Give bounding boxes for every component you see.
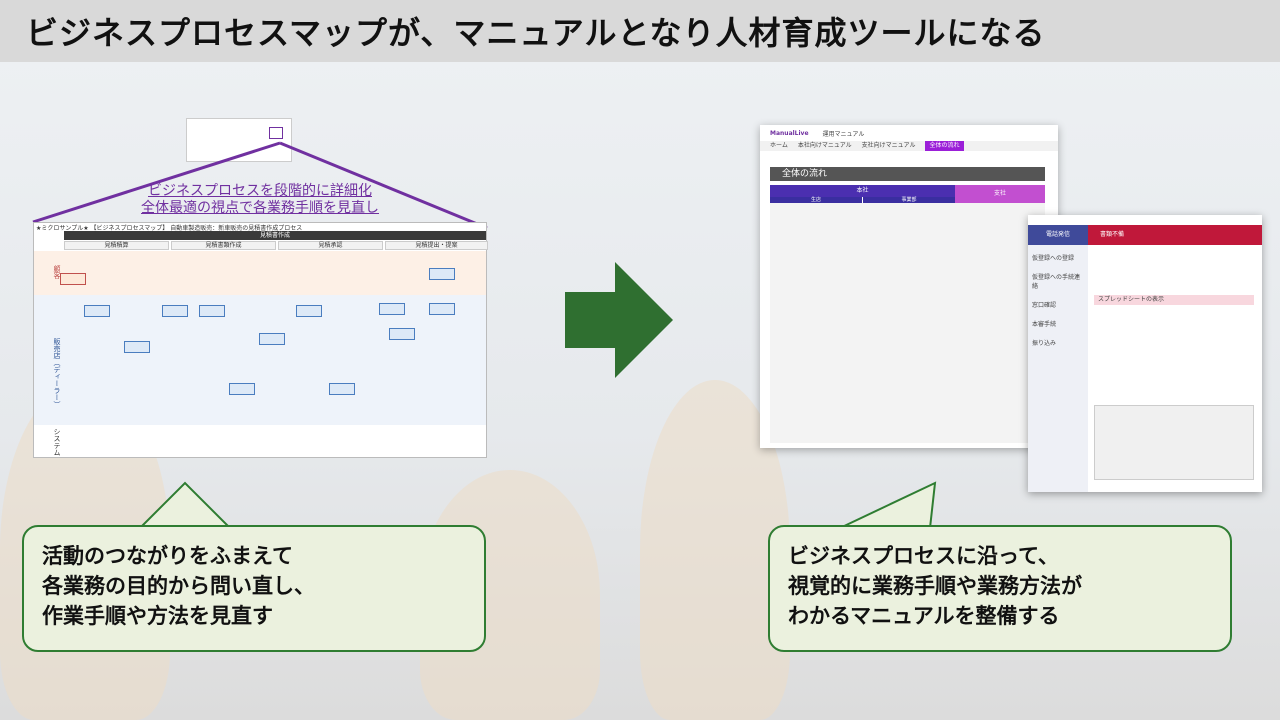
side-menu-item[interactable]: 振り込み — [1032, 340, 1057, 347]
sub-col: 事業部 — [863, 197, 955, 203]
zoom-highlight — [269, 127, 283, 139]
section-title: 全体の流れ — [770, 167, 1045, 181]
map-header: 見積書作成 — [64, 231, 486, 240]
callout-line: 作業手順や方法を見直す — [42, 604, 273, 628]
manual-screenshot-detail: 電話発信 書類不備 仮登録への登録 仮登録への手続連絡 窓口確認 本審手続 振り… — [1028, 215, 1262, 492]
right-arrow-icon — [565, 262, 673, 378]
map-title: ★ミクロサンプル★ 【ビジネスプロセスマップ】 自動車製造販売：新車販売の見積書… — [36, 225, 303, 232]
nav-overall-flow[interactable]: 全体の流れ — [925, 141, 964, 151]
section-heading: スプレッドシートの表示 — [1094, 295, 1254, 305]
side-header: 電話発信 — [1028, 225, 1088, 245]
lane-customer — [34, 251, 486, 295]
phase: 見積承認 — [278, 241, 383, 250]
callout-line: 活動のつながりをふまえて — [42, 544, 293, 568]
app-logo: ManualLive — [770, 130, 809, 137]
phase: 見積書類作成 — [171, 241, 276, 250]
zoom-caption-1: ビジネスプロセスを段階的に詳細化 — [148, 183, 372, 199]
manual-title: 運用マニュアル — [822, 131, 865, 138]
nav-branch-manual[interactable]: 支社向けマニュアル — [861, 142, 916, 149]
page-title: 書類不備 — [1088, 225, 1262, 245]
zoom-caption-2: 全体最適の視点で各業務手順を見直し — [141, 200, 379, 216]
phase: 見積提出・提案 — [385, 241, 488, 250]
business-process-map: ★ミクロサンプル★ 【ビジネスプロセスマップ】 自動車製造販売：新車販売の見積書… — [33, 222, 488, 458]
callout-line: 視覚的に業務手順や業務方法が — [788, 574, 1082, 598]
callout-pointer — [137, 481, 233, 530]
right-callout: ビジネスプロセスに沿って、 視覚的に業務手順や業務方法が わかるマニュアルを整備… — [768, 525, 1232, 652]
side-menu-item[interactable]: 仮登録への登録 — [1032, 255, 1075, 262]
side-menu-item[interactable]: 窓口確認 — [1032, 302, 1057, 309]
side-menu-item[interactable]: 仮登録への手続連絡 — [1032, 274, 1081, 290]
col-branch: 支社 — [955, 185, 1045, 203]
lane-label: 販売店（ディーラー） — [53, 338, 61, 408]
lane-label: 顧客 — [53, 265, 61, 279]
callout-line: ビジネスプロセスに沿って、 — [788, 544, 1059, 568]
left-callout: 活動のつながりをふまえて 各業務の目的から問い直し、 作業手順や方法を見直す — [22, 525, 486, 652]
callout-line: わかるマニュアルを整備する — [788, 604, 1060, 628]
nav-hq-manual[interactable]: 本社向けマニュアル — [797, 142, 852, 149]
callout-line: 各業務の目的から問い直し、 — [42, 574, 315, 598]
sub-col: 生店 — [770, 197, 862, 203]
slide-title-bar: ビジネスプロセスマップが、マニュアルとなり人材育成ツールになる — [0, 0, 1280, 62]
col-hq: 本社 — [770, 185, 955, 197]
nav-home[interactable]: ホーム — [770, 142, 788, 149]
phase: 見積積算 — [64, 241, 169, 250]
manual-screenshot-overview: ManualLive 運用マニュアル ホーム 本社向けマニュアル 支社向けマニュ… — [760, 125, 1058, 448]
callout-pointer — [838, 481, 937, 530]
lane-label: システム — [53, 428, 61, 456]
side-menu-item[interactable]: 本審手続 — [1032, 321, 1057, 328]
slide-title: ビジネスプロセスマップが、マニュアルとなり人材育成ツールになる — [26, 14, 1046, 52]
